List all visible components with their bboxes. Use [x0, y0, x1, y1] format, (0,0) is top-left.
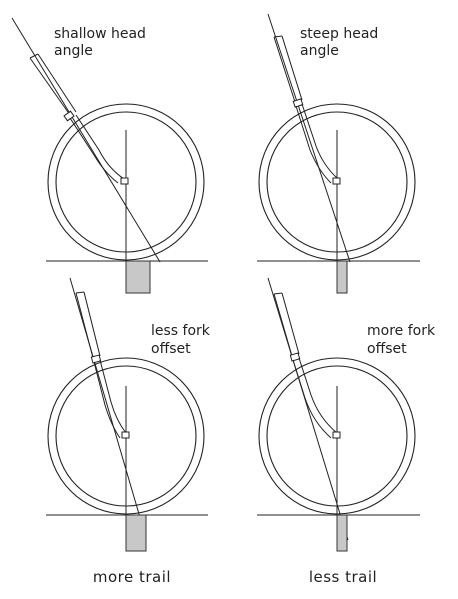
fork-blade-outer [69, 117, 119, 184]
axle-dropout [121, 431, 130, 439]
panel-shallow-head-angle: shallow head angle [11, 17, 208, 294]
fork-blade-inner [301, 103, 338, 179]
axle-dropout [332, 177, 341, 185]
head-tube-left [273, 293, 293, 357]
head-tube-cap [29, 53, 39, 59]
fork-blade-outer [93, 361, 121, 439]
panel-label-line-2: angle [300, 43, 339, 59]
fork-crown [292, 98, 304, 108]
caption-left: more trail [93, 568, 171, 586]
head-tube-right [37, 53, 77, 113]
panel-label-line-1: less fork [151, 323, 211, 339]
fork-crown [63, 110, 75, 122]
head-tube-left [273, 36, 296, 103]
fork-blade-inner [298, 357, 338, 434]
head-tube-cap [273, 35, 283, 38]
fork-blade-outer [295, 105, 332, 184]
panel-label-line-2: offset [151, 341, 191, 357]
head-tube-cap [75, 291, 85, 294]
panel-label-line-1: steep head [300, 26, 378, 42]
steering-axis-line [267, 13, 351, 263]
head-tube-right [281, 35, 303, 101]
head-tube-right [83, 291, 101, 357]
steering-axis-line [69, 277, 147, 539]
panel-label-line-1: more fork [367, 323, 436, 339]
head-tube-left [75, 292, 94, 359]
trail-rectangle [336, 260, 348, 294]
caption-right: less trail [309, 568, 377, 586]
panel-label-line-2: offset [367, 341, 407, 357]
head-tube-cap [273, 292, 283, 295]
trail-rectangle [125, 514, 147, 552]
fork-crown [90, 354, 102, 364]
steering-axis-line [267, 277, 349, 541]
fork-blade-outer [292, 359, 332, 439]
panel-label-line-1: shallow head [54, 26, 146, 42]
fork-crown [289, 352, 301, 362]
trail-rectangle [336, 514, 348, 552]
panel-steep-head-angle: steep head angle [257, 13, 420, 294]
head-tube-right [281, 292, 300, 355]
fork-blade-inner [99, 359, 127, 434]
panel-label-line-2: angle [54, 43, 93, 59]
steering-axis-line [11, 17, 161, 263]
panel-less-fork-offset: less fork offset [46, 277, 211, 552]
fork-blade-inner [75, 114, 125, 180]
axle-dropout [332, 431, 341, 439]
head-tube-left [29, 57, 71, 116]
panel-more-fork-offset: more fork offset [257, 277, 436, 552]
trail-rectangle [125, 260, 151, 294]
axle-dropout [120, 177, 129, 185]
